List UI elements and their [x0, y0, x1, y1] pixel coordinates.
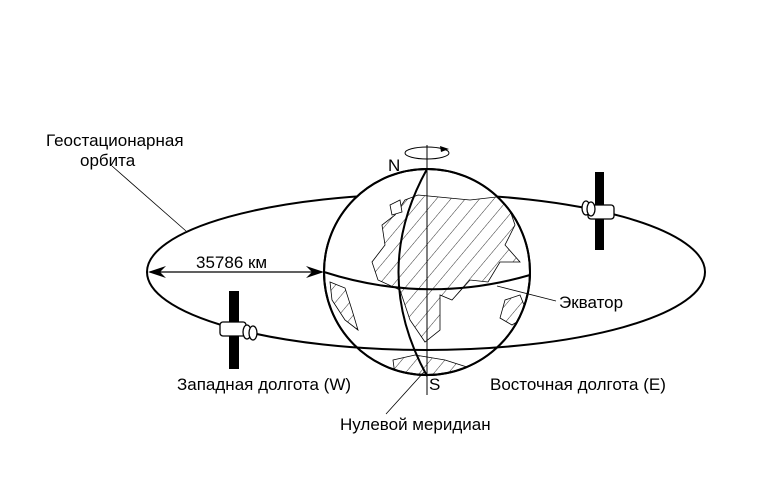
orbit-front [146, 271, 706, 351]
satellite-east-icon [581, 172, 615, 250]
distance-arrow [148, 266, 324, 278]
orbit-label-line1: Геостационарная [46, 131, 184, 150]
rotation-arrow-icon [404, 146, 450, 160]
west-longitude-label: Западная долгота (W) [177, 375, 351, 394]
equator-label: Экватор [559, 293, 623, 312]
prime-meridian-label: Нулевой меридиан [340, 415, 491, 434]
east-longitude-label: Восточная долгота (E) [490, 375, 666, 394]
orbit-label-line2: орбита [80, 151, 136, 170]
satellite-west-icon [219, 291, 258, 369]
north-label: N [388, 156, 400, 175]
distance-label: 35786 км [196, 253, 267, 272]
south-label: S [429, 375, 440, 394]
